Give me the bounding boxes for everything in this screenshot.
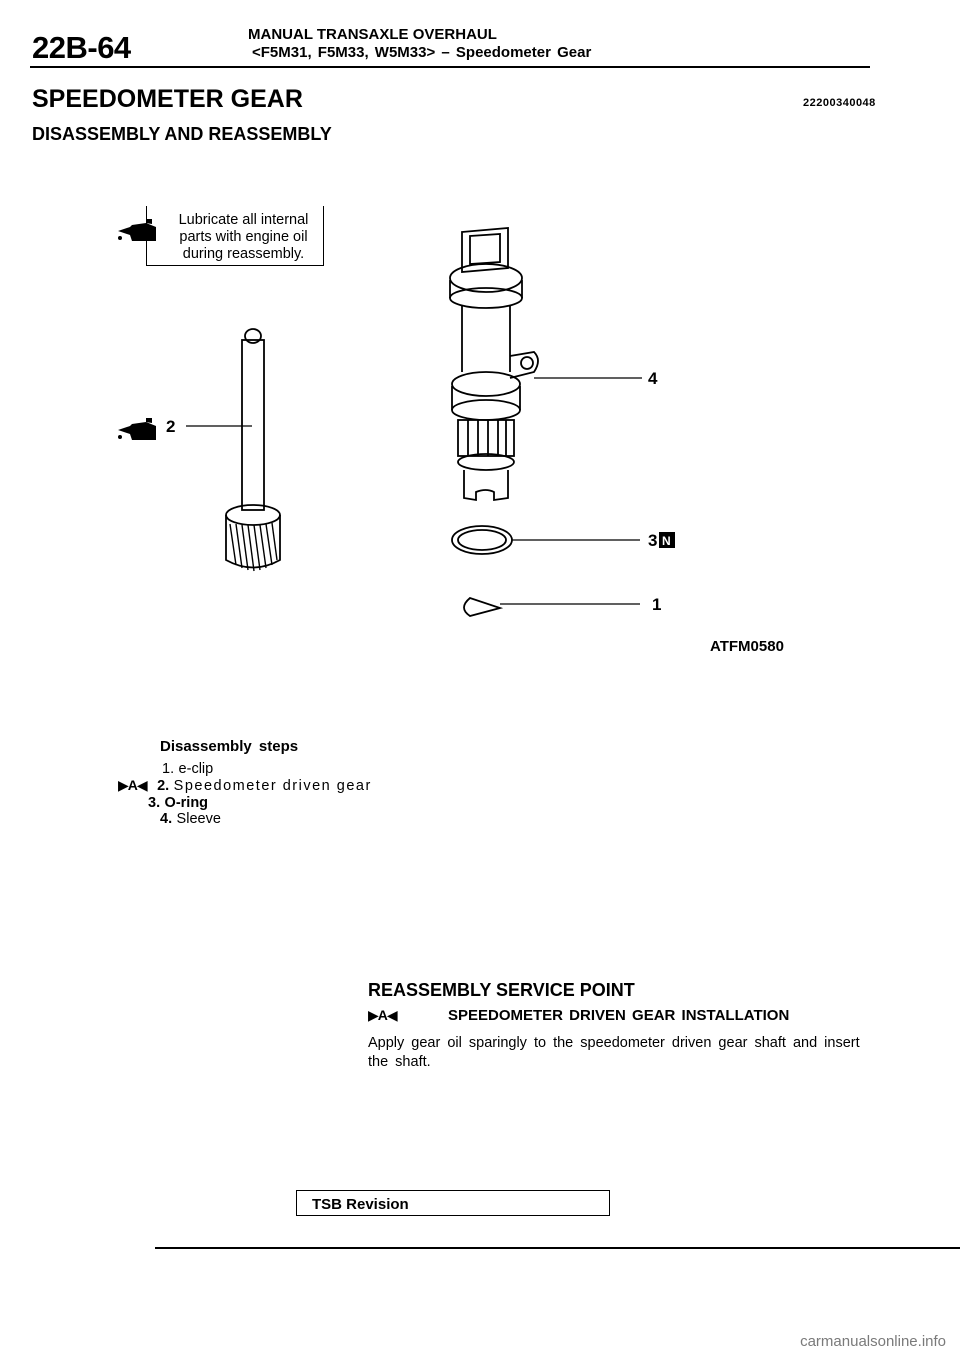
note-line: Lubricate all internal [178,212,309,228]
callout-4: 4 [648,369,658,388]
new-part-label: N [662,534,671,548]
sleeve-ribs [457,419,515,457]
section-title: SPEEDOMETER GEAR [32,85,303,113]
step-2: ▶A◀ 2. Speedometer driven gear [118,777,372,794]
gear-teeth [229,522,278,572]
header-subtitle: <F5M31, F5M33, W5M33> – Speedometer Gear [252,44,592,61]
service-title: REASSEMBLY SERVICE POINT [368,980,635,1000]
callout-1: 1 [652,595,661,614]
sleeve-flange [509,351,539,379]
step-3: 3. O-ring [148,795,209,811]
gear-shaft [241,339,265,511]
section-code: 22200340048 [803,97,876,109]
page-number: 22B-64 [32,30,131,65]
sleeve-collar [449,263,523,293]
service-point-marker: ▶A◀ [368,1007,398,1023]
gear-top [225,504,281,526]
oil-can-icon [118,418,156,440]
tsb-revision: TSB Revision [312,1196,409,1213]
sleeve-connector-inner [469,233,501,265]
note-line: parts with engine oil [179,229,308,245]
header-divider [30,66,870,68]
service-point-marker: ▶A◀ [118,777,148,793]
step-4: 4. Sleeve [160,811,221,827]
note-line: during reassembly. [182,246,305,262]
footer-divider [155,1247,960,1249]
tsb-box [296,1190,610,1216]
service-subtitle: SPEEDOMETER DRIVEN GEAR INSTALLATION [448,1007,790,1024]
e-clip [463,596,504,617]
subsection-title: DISASSEMBLY AND REASSEMBLY [32,124,332,144]
steps-title: Disassembly steps [160,738,299,755]
oil-can-icon [118,219,156,241]
sleeve-end [463,470,509,502]
sleeve-connector [461,227,509,273]
header-title: MANUAL TRANSAXLE OVERHAUL [248,26,497,43]
note-text: Lubricate all internal parts with engine… [166,212,321,263]
watermark: carmanualsonline.info [800,1333,946,1350]
figure-code: ATFM0580 [710,638,784,655]
callout-2: 2 [166,417,175,436]
new-part-badge [659,532,675,548]
shaft-tip [244,328,262,344]
step-1: 1. e-clip [162,761,214,777]
callout-3: 3 [648,531,657,550]
service-body: Apply gear oil sparingly to the speedome… [368,1035,860,1070]
